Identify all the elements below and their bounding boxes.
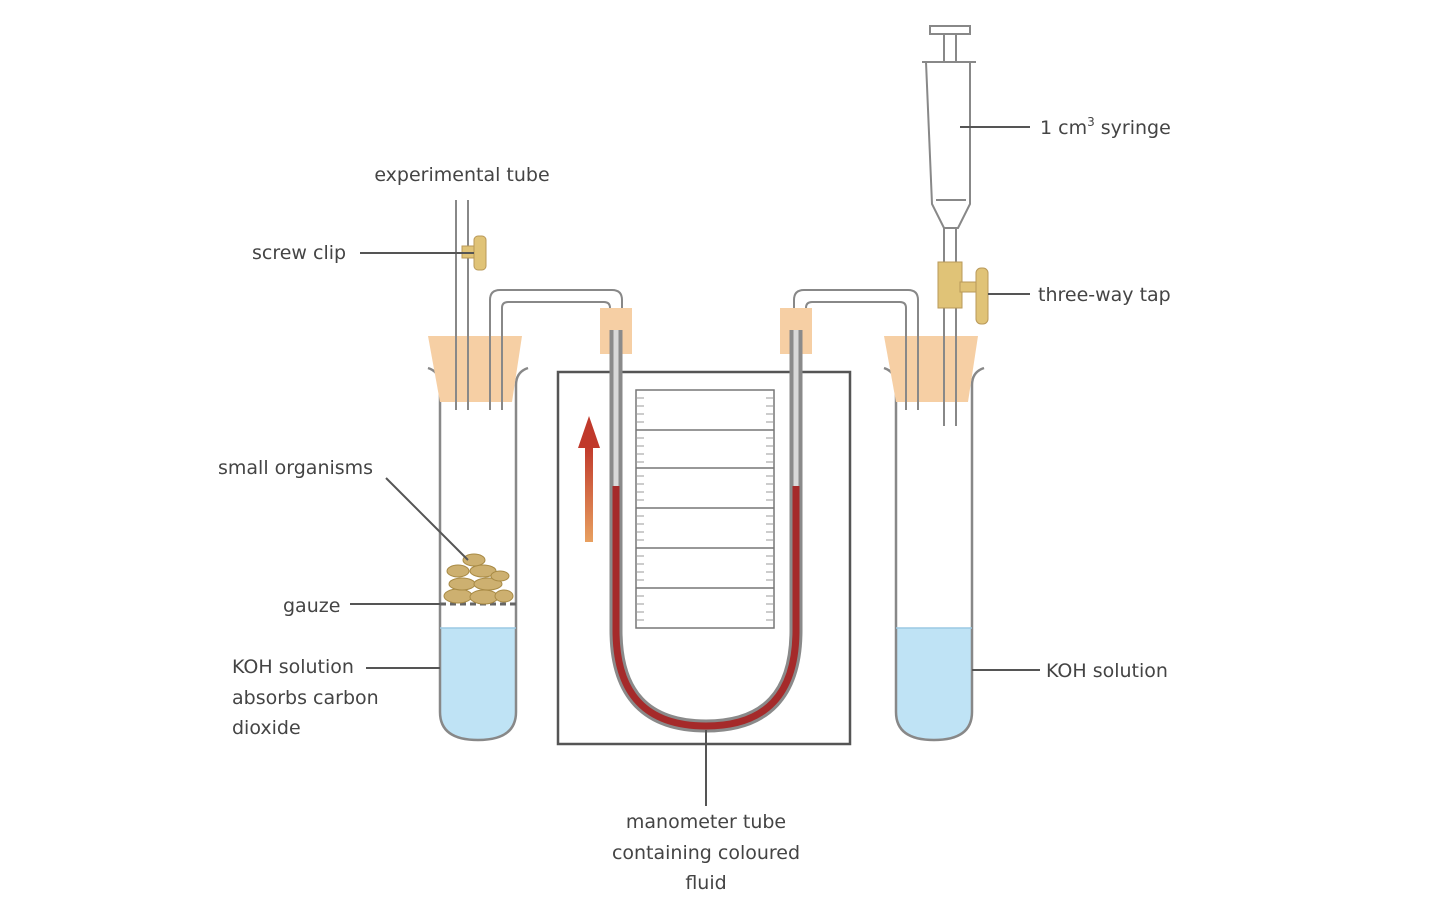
manometer-scale (635, 389, 775, 629)
left-koh-solution (440, 628, 516, 740)
label-small-organisms: small organisms (218, 457, 373, 479)
left-bung (428, 336, 522, 402)
label-manometer-3: fluid (685, 872, 726, 894)
right-connecting-tube (793, 289, 919, 410)
label-syringe: 1 cm3 syringe (1040, 115, 1171, 139)
right-test-tube (883, 366, 985, 742)
label-koh-left-3: dioxide (232, 717, 301, 739)
label-koh-left-1: KOH solution (232, 656, 354, 678)
right-bung (884, 336, 978, 402)
label-manometer-2: containing coloured (612, 842, 800, 864)
experimental-tube (455, 200, 469, 410)
small-organisms-leader (385, 477, 469, 561)
three-way-tap (937, 261, 989, 325)
syringe (922, 25, 976, 426)
coloured-fluid (612, 486, 800, 730)
label-experimental-tube: experimental tube (374, 164, 549, 186)
label-koh-right: KOH solution (1046, 660, 1168, 682)
label-screw-clip: screw clip (252, 242, 346, 264)
right-koh-solution (896, 628, 972, 740)
label-gauze: gauze (283, 595, 340, 617)
left-connecting-tube (489, 289, 623, 410)
small-organisms (443, 553, 514, 605)
label-koh-left-2: absorbs carbon (232, 687, 379, 709)
up-arrow-icon (578, 416, 600, 542)
label-three-way-tap: three-way tap (1038, 284, 1171, 306)
label-manometer-1: manometer tube (626, 811, 786, 833)
